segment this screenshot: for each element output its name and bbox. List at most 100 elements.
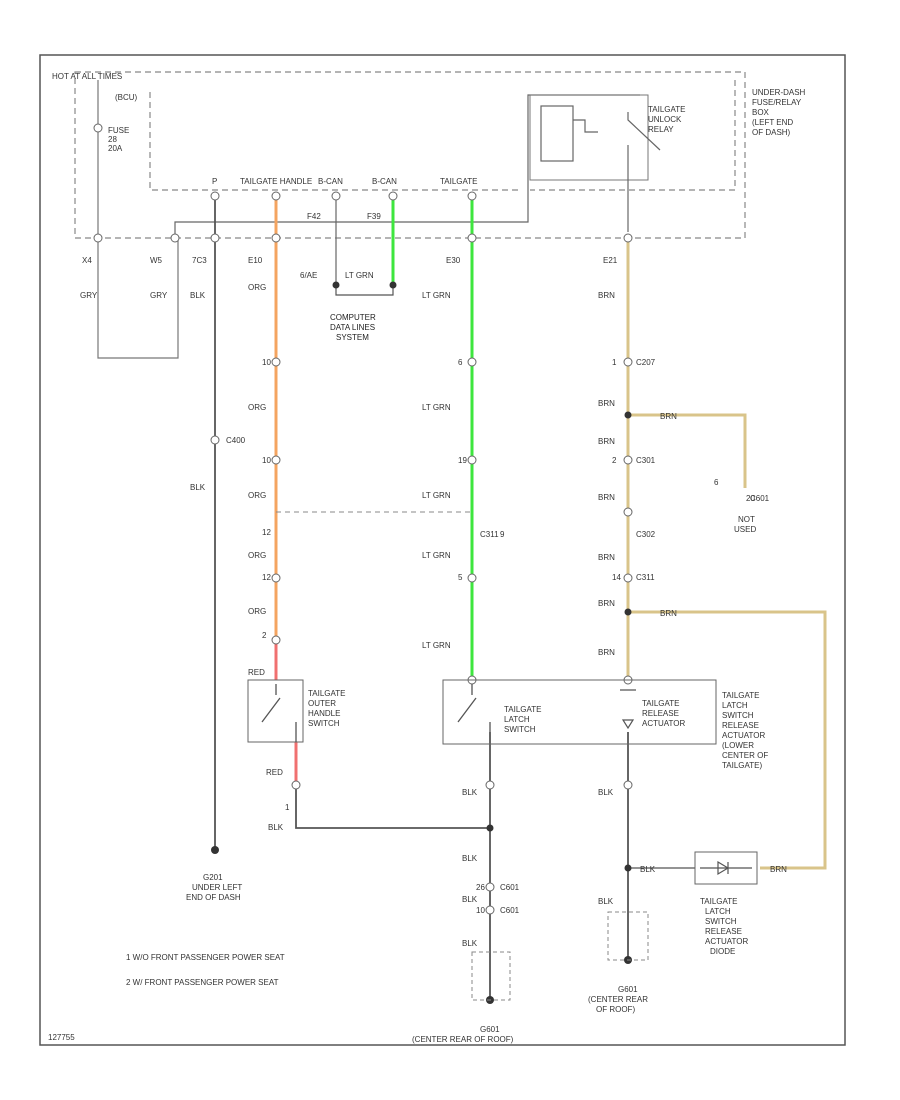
relay-contact	[573, 112, 661, 151]
pin-num-6: 2	[612, 456, 617, 465]
diode-label-2: LATCH	[705, 907, 731, 916]
diagram-border	[39, 54, 846, 1046]
relay-coil	[540, 105, 574, 162]
conn-c301: C301	[636, 456, 656, 465]
diode-label-5: ACTUATOR	[705, 937, 748, 946]
wc-red-2: RED	[266, 768, 283, 777]
connector-markers	[93, 123, 633, 915]
release-label-1: TAILGATE	[642, 699, 680, 708]
g201-label-1: G201	[203, 873, 223, 882]
not-used-1: NOT	[738, 515, 755, 524]
terminal-bcan-1: B-CAN	[318, 177, 343, 186]
wc-brn-diode: BRN	[770, 865, 787, 874]
note-1: 1 W/O FRONT PASSENGER POWER SEAT	[126, 953, 285, 962]
pin-num-9: 12	[262, 573, 271, 582]
wc-red-1: RED	[248, 668, 265, 677]
release-label-3: ACTUATOR	[642, 719, 685, 728]
wc-gry-2: GRY	[150, 291, 168, 300]
latch-label-2: LATCH	[504, 715, 530, 724]
ground-box-bottom	[471, 951, 511, 1001]
pin-num-13: 20	[746, 494, 755, 503]
computer-label-2: DATA LINES	[330, 323, 375, 332]
computer-label-3: SYSTEM	[336, 333, 369, 342]
not-used-2: USED	[734, 525, 756, 534]
computer-label-1: COMPUTER	[330, 313, 376, 322]
wc-brn-branch-1: BRN	[660, 412, 677, 421]
pin-x4: X4	[82, 256, 92, 265]
conn-c207: C207	[636, 358, 656, 367]
relay-label-1: TAILGATE	[648, 105, 686, 114]
wc-org-1: ORG	[248, 283, 266, 292]
pin-num-4: 19	[458, 456, 467, 465]
g601-right-label-1: G601	[618, 985, 638, 994]
pin-num-2: 10	[262, 456, 271, 465]
latch-assembly-box	[442, 679, 717, 745]
pin-e21: E21	[603, 256, 618, 265]
wc-brn-7: BRN	[598, 648, 615, 657]
outer-handle-label-2: OUTER	[308, 699, 336, 708]
wc-blk-4: BLK	[462, 788, 478, 797]
wc-blk-8: BLK	[598, 788, 614, 797]
wc-blk-6: BLK	[462, 895, 478, 904]
wc-brn-2: BRN	[598, 399, 615, 408]
g201-label-2: UNDER LEFT	[192, 883, 242, 892]
outer-handle-label-1: TAILGATE	[308, 689, 346, 698]
diode-label-6: DIODE	[710, 947, 735, 956]
ground-box-right	[607, 911, 649, 961]
footer-code: 127755	[48, 1033, 75, 1042]
wire-gry-loop	[97, 80, 179, 359]
outer-handle-switch-contact	[261, 684, 297, 742]
conn-can: 6/AE	[300, 271, 317, 280]
latch-assembly-label-3: SWITCH	[722, 711, 754, 720]
wc-gry-1: GRY	[80, 291, 98, 300]
relay-label-2: UNLOCK	[648, 115, 682, 124]
wc-brn-branch-2: BRN	[660, 609, 677, 618]
conn-c311: C311	[636, 573, 655, 582]
connector-labels: C400 C207 C301 C302 C311 C311 C601 C601 …	[226, 271, 770, 915]
release-label-2: RELEASE	[642, 709, 679, 718]
outer-handle-label-4: SWITCH	[308, 719, 340, 728]
fuse-box-bus	[174, 94, 640, 240]
wc-org-3: ORG	[248, 491, 266, 500]
wc-ltgrn-can: LT GRN	[345, 271, 374, 280]
wc-ltgrn-5: LT GRN	[422, 641, 451, 650]
latch-assembly-label-1: TAILGATE	[722, 691, 760, 700]
junction-desc-2: FUSE/RELAY	[752, 98, 802, 107]
wc-blk-2: BLK	[190, 483, 206, 492]
relay-box	[529, 94, 649, 181]
wc-ltgrn-2: LT GRN	[422, 403, 451, 412]
fuse-num: 28	[108, 135, 117, 144]
pin-num-12: 14	[612, 573, 621, 582]
junction-desc-1: UNDER-DASH	[752, 88, 806, 97]
wc-brn-6: BRN	[598, 599, 615, 608]
pin-e10: E10	[248, 256, 263, 265]
latch-assembly-label-4: RELEASE	[722, 721, 759, 730]
diode-label-4: RELEASE	[705, 927, 742, 936]
wc-blk-5: BLK	[462, 854, 478, 863]
g601-bottom-label-2: (CENTER REAR OF ROOF)	[412, 1035, 514, 1044]
wc-org-2: ORG	[248, 403, 266, 412]
latch-assembly-label-7: CENTER OF	[722, 751, 768, 760]
pin-num-14: 9	[500, 530, 505, 539]
pin-e30: E30	[446, 256, 461, 265]
terminal-tailgate-handle: TAILGATE HANDLE	[240, 177, 312, 186]
relay-name: (BCU)	[115, 93, 138, 102]
latch-assembly-label-8: TAILGATE)	[722, 761, 762, 770]
latch-label-1: TAILGATE	[504, 705, 542, 714]
outer-handle-label-3: HANDLE	[308, 709, 340, 718]
latch-assembly-label-2: LATCH	[722, 701, 748, 710]
wc-blk-9: BLK	[640, 865, 656, 874]
diode-box	[694, 851, 758, 885]
note-2: 2 W/ FRONT PASSENGER POWER SEAT	[126, 978, 279, 987]
terminal-p: P	[212, 177, 217, 186]
wire-blk-outer-to-latch	[295, 785, 490, 829]
g201-label-3: END OF DASH	[186, 893, 241, 902]
terminal-tailgate: TAILGATE	[440, 177, 478, 186]
wc-org-5: ORG	[248, 607, 266, 616]
pin-f42: F42	[307, 212, 321, 221]
wc-ltgrn-3: LT GRN	[422, 491, 451, 500]
g601-bottom-label-1: G601	[480, 1025, 500, 1034]
conn-c601-a: C601	[500, 883, 520, 892]
junction-desc-3: BOX	[752, 108, 770, 117]
g601-right-label-2: (CENTER REAR	[588, 995, 648, 1004]
